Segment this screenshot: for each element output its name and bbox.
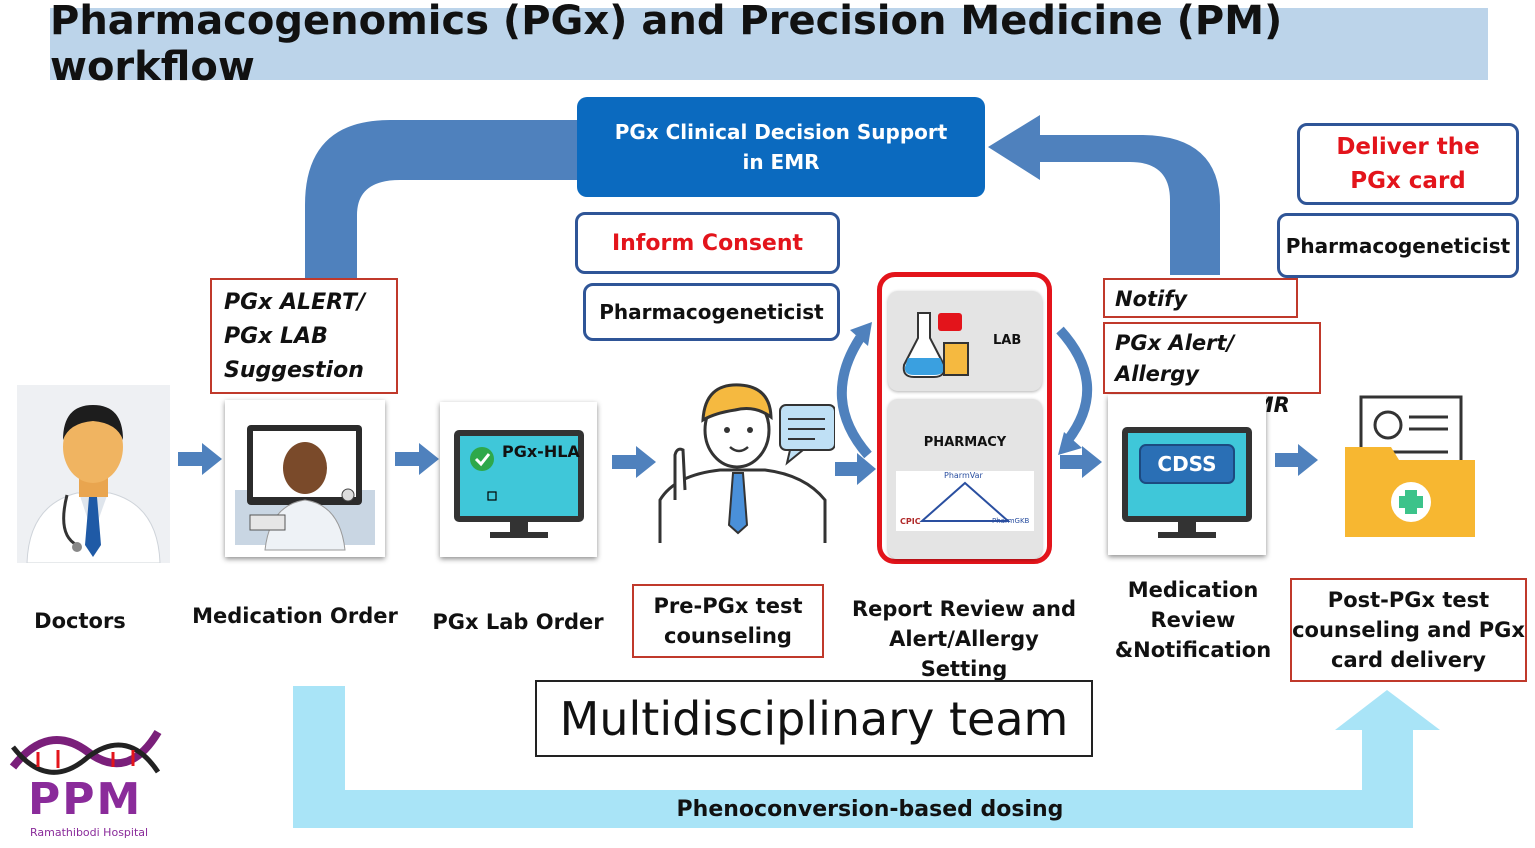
pharmvar-label: PharmVar xyxy=(944,471,983,480)
medication-order-image xyxy=(225,400,385,557)
pharmacy-panel: PHARMACY PharmVar CPIC PharmGKB xyxy=(888,399,1042,559)
step-post-counseling: Post-PGx test counseling and PGx card de… xyxy=(1290,578,1527,682)
lab-panel: LAB xyxy=(888,291,1042,391)
doctor-icon xyxy=(26,405,161,564)
pgx-alert-line3: Suggestion xyxy=(224,358,364,383)
pre-counseling-line1: Pre-PGx test xyxy=(653,594,803,618)
triangle-icon xyxy=(919,481,1011,522)
medication-review-line2: Review xyxy=(1150,608,1236,632)
monitor-icon xyxy=(454,430,584,538)
deliver-line2: PGx card xyxy=(1350,168,1466,194)
pharmacy-logos: PharmVar CPIC PharmGKB xyxy=(896,471,1034,531)
cdss-monitor-icon xyxy=(1122,427,1252,538)
doctor-image xyxy=(17,385,170,564)
cds-feedback-arrow-right xyxy=(988,115,1220,275)
lab-label: LAB xyxy=(993,333,1022,348)
multidisciplinary-team-box: Multidisciplinary team xyxy=(535,680,1093,757)
deliver-card-box: Deliver the PGx card xyxy=(1297,123,1519,205)
phenoconversion-label: Phenoconversion-based dosing xyxy=(676,796,1064,822)
pre-counseling-line2: counseling xyxy=(664,624,792,648)
phenoconversion-arrow xyxy=(293,686,1440,828)
lab-pharmacy-frame: LAB PHARMACY PharmVar CPIC PharmGKB xyxy=(877,272,1052,564)
pgx-alert-allergy-line1: PGx Alert/ Allergy xyxy=(1115,331,1235,386)
ppm-logo-subtitle: Ramathibodi Hospital xyxy=(30,826,149,839)
medication-review-line1: Medication xyxy=(1127,578,1259,602)
flask-icon xyxy=(902,312,969,378)
step-medication-review: Medication Review &Notification xyxy=(1108,575,1278,665)
pharmacogeneticist-left-box: Pharmacogeneticist xyxy=(583,283,840,341)
report-review-line2: Alert/Allergy Setting xyxy=(889,627,1039,681)
post-counseling-line2: counseling and PGx xyxy=(1292,618,1525,642)
report-review-line1: Report Review and xyxy=(852,597,1076,621)
inform-consent-box: Inform Consent xyxy=(575,212,840,274)
pharmacist-icon xyxy=(658,383,836,543)
dna-logo-icon xyxy=(9,729,162,775)
ppm-logo: PPM Ramathibodi Hospital xyxy=(8,722,168,842)
page-title: Pharmacogenomics (PGx) and Precision Med… xyxy=(50,0,1488,90)
cds-line1: PGx Clinical Decision Support xyxy=(614,120,948,144)
pharmacy-label: PHARMACY xyxy=(923,435,1007,450)
pgx-alert-allergy-box: PGx Alert/ Allergy Setting in EMR xyxy=(1103,322,1321,417)
step-pgx-lab-order: PGx Lab Order xyxy=(432,610,604,634)
step-medication-order: Medication Order xyxy=(192,604,398,628)
forward-arrows xyxy=(178,443,1318,485)
pgx-alert-line2: PGx LAB xyxy=(224,324,328,349)
cdss-label: CDSS xyxy=(1157,452,1217,476)
notify-physician-box: Notify Physician xyxy=(1103,278,1298,345)
pharmgkb-label: PharmGKB xyxy=(992,517,1030,525)
pgx-lab-order-image: PGx-HLA xyxy=(440,402,597,557)
step-doctors: Doctors xyxy=(34,609,126,633)
folder-icon xyxy=(1345,395,1475,537)
ppm-logo-text: PPM xyxy=(28,774,143,825)
cdss-image: CDSS xyxy=(1108,395,1266,555)
pgx-alert-box: PGx ALERT/ PGx LAB Suggestion xyxy=(210,278,398,394)
cds-feedback-arrow-left xyxy=(305,120,580,280)
pharmacist-image xyxy=(655,375,836,545)
post-counseling-line1: Post-PGx test xyxy=(1327,588,1490,612)
cpic-label: CPIC xyxy=(900,517,921,526)
medication-review-line3: &Notification xyxy=(1114,638,1272,662)
pharmacogeneticist-right-box: Pharmacogeneticist xyxy=(1277,213,1519,278)
step-pre-counseling: Pre-PGx test counseling xyxy=(632,584,824,658)
deliver-line1: Deliver the xyxy=(1336,134,1480,160)
pgx-alert-line1: PGx ALERT/ xyxy=(224,290,366,315)
cds-box: PGx Clinical Decision Support in EMR xyxy=(577,97,985,197)
post-counseling-line3: card delivery xyxy=(1331,648,1486,672)
pgx-card-folder-image xyxy=(1343,392,1478,542)
pgx-hla-label: PGx-HLA xyxy=(502,442,580,461)
cds-line2: in EMR xyxy=(742,150,820,174)
computer-user-icon xyxy=(235,425,375,551)
step-report-review: Report Review and Alert/Allergy Setting xyxy=(848,594,1080,684)
